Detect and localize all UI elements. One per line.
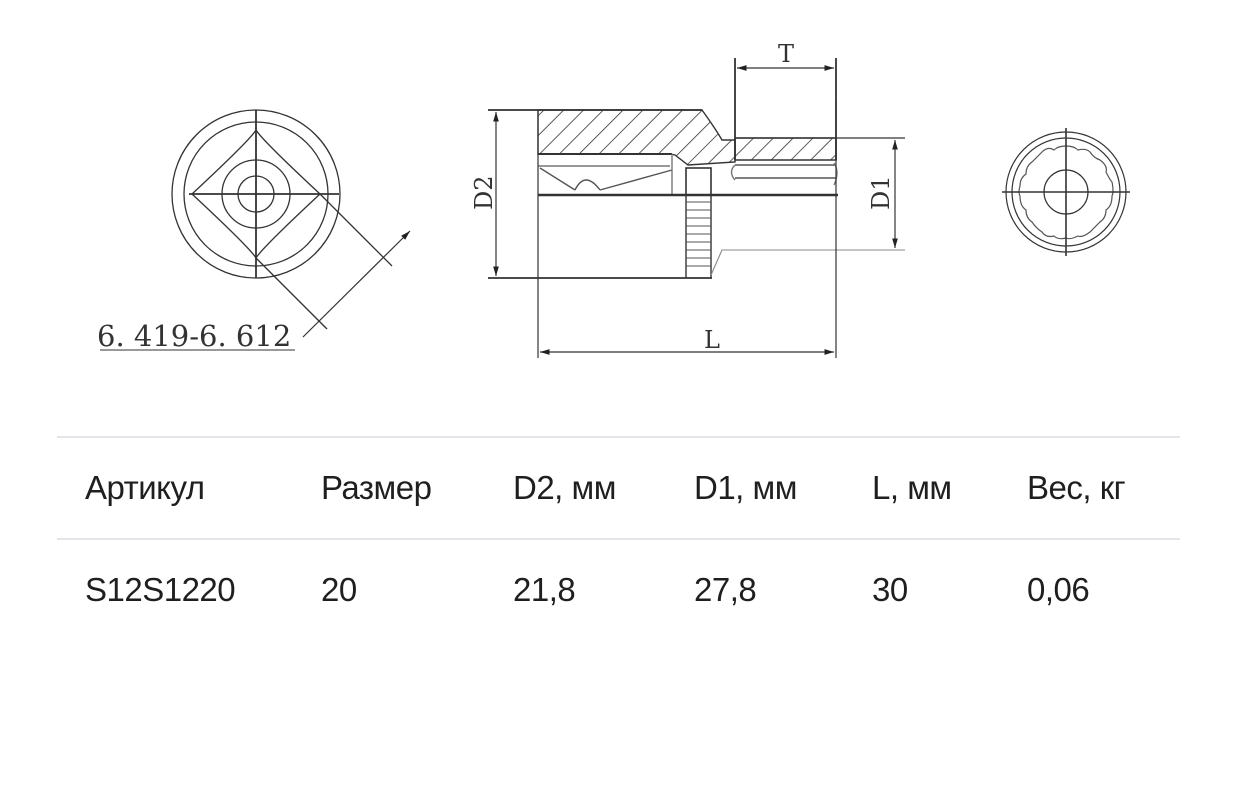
dimension-label-d1: D1 bbox=[867, 175, 895, 210]
header-d1: D1, мм bbox=[694, 436, 872, 540]
cell-size: 20 bbox=[321, 571, 357, 608]
table-header-row: Артикул Размер D2, мм D1, мм L, мм Вес, … bbox=[57, 436, 1180, 540]
header-l: L, мм bbox=[872, 436, 1027, 540]
specifications-table: Артикул Размер D2, мм D1, мм L, мм Вес, … bbox=[57, 436, 1180, 640]
cell-d2: 21,8 bbox=[513, 571, 576, 608]
header-size: Размер bbox=[321, 436, 513, 540]
cell-l: 30 bbox=[872, 571, 908, 608]
socket-side-view bbox=[488, 58, 905, 358]
table-row: S12S1220 20 21,8 27,8 30 0,06 bbox=[57, 539, 1180, 640]
header-article: Артикул bbox=[57, 436, 321, 540]
dimension-label-d2: D2 bbox=[470, 175, 498, 210]
twelve-point-end-view bbox=[1002, 128, 1130, 256]
cell-weight: 0,06 bbox=[1027, 571, 1090, 608]
technical-drawing: 6. 419-6. 612 bbox=[0, 0, 1238, 400]
square-drive-tolerance-label: 6. 419-6. 612 bbox=[97, 319, 291, 353]
dimension-label-t: T bbox=[778, 40, 794, 68]
dimension-label-l: L bbox=[704, 326, 720, 354]
square-drive-end-view bbox=[100, 109, 411, 351]
header-weight: Вес, кг bbox=[1027, 436, 1180, 540]
cell-d1: 27,8 bbox=[694, 571, 757, 608]
cell-article: S12S1220 bbox=[85, 571, 236, 608]
header-d2: D2, мм bbox=[513, 436, 694, 540]
